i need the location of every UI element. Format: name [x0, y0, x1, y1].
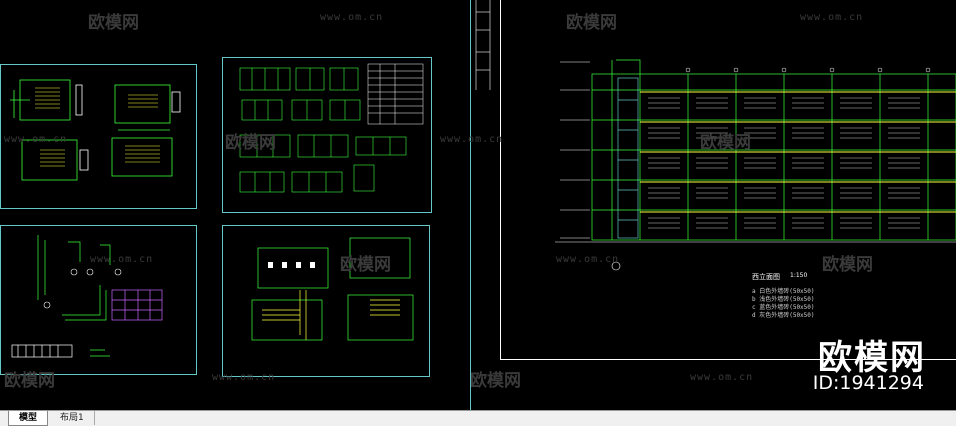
window-detail-drawings: [239, 67, 407, 193]
resource-id: ID:1941294: [812, 372, 924, 394]
elevation-scale: 1:150: [790, 272, 808, 279]
elevation-stair-tower: [617, 77, 639, 239]
elevation-title: 西立面图: [752, 273, 780, 281]
drawing-sheet-toilet-plans: [222, 225, 430, 377]
watermark-brand: 欧模网: [566, 13, 617, 33]
drawing-sheet-node-details: [0, 225, 197, 375]
cad-model-space[interactable]: 欧模网 www.om.cn 欧模网 www.om.cn 欧模网 www.om.c…: [0, 0, 956, 410]
toilet-plan-drawings: [251, 237, 414, 341]
node-detail-markers: [43, 268, 122, 309]
elevation-structure: [591, 59, 956, 241]
watermark-url: www.om.cn: [320, 12, 384, 23]
node-detail-drawings: [11, 235, 163, 358]
brand-logo-text: 欧模网: [818, 338, 926, 378]
window-schedule-table: [367, 63, 424, 125]
elevation-windows: [648, 97, 920, 229]
drawing-sheet-window-details: [222, 57, 432, 213]
legend-item: b 浅色外墙砖(50x50): [752, 296, 815, 303]
tab-layout1[interactable]: 布局1: [50, 411, 95, 425]
watermark-brand: 欧模网: [340, 255, 391, 275]
toilet-fixtures: [268, 262, 315, 268]
drawing-sheet-stair-plans: [0, 64, 197, 209]
watermark-url: www.om.cn: [800, 12, 864, 23]
cad-drawing-layer: [10, 0, 956, 358]
watermark-url: www.om.cn: [90, 254, 154, 265]
watermark-brand: 欧模网: [225, 133, 276, 153]
legend-item: a 白色外墙砖(50x50): [752, 288, 815, 295]
material-legend: a 白色外墙砖(50x50) b 浅色外墙砖(50x50) c 蓝色外墙砖(50…: [752, 288, 815, 320]
watermark-brand: 欧模网: [700, 133, 751, 153]
watermark-brand: 欧模网: [4, 371, 55, 391]
drawing-sheet-elevation-frame: [470, 0, 956, 410]
elevation-level-marks: [555, 61, 956, 243]
drawing-sheet-elevation-inner: [500, 0, 956, 360]
stair-plan-drawings: [10, 79, 181, 181]
elevation-bands: [640, 91, 956, 213]
title-block: [475, 0, 491, 90]
axis-marker: [611, 261, 621, 271]
watermark-url: www.om.cn: [556, 254, 620, 265]
watermark-url: www.om.cn: [690, 372, 754, 383]
watermark-url: www.om.cn: [212, 372, 276, 383]
elevation-axis-circles: [685, 67, 931, 73]
watermark-url: www.om.cn: [440, 134, 504, 145]
legend-item: d 灰色外墙砖(50x50): [752, 312, 815, 319]
watermark-brand: 欧模网: [822, 255, 873, 275]
watermark-brand: 欧模网: [88, 13, 139, 33]
legend-item: c 蓝色外墙砖(50x50): [752, 304, 815, 311]
layout-tab-bar: 模型 布局1: [0, 410, 956, 426]
stair-treads: [35, 87, 160, 167]
tab-model[interactable]: 模型: [8, 411, 49, 426]
watermark-brand: 欧模网: [470, 371, 521, 391]
watermark-url: www.om.cn: [4, 134, 68, 145]
